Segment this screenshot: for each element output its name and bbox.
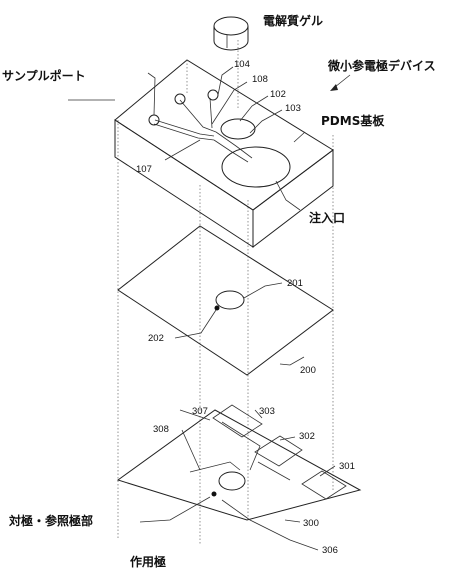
layer-300 [116,404,362,551]
pdms-substrate [114,59,334,249]
electrolyte-gel-cylinder [213,16,249,51]
layer-200 [117,225,334,376]
ref-306: 306 [322,545,338,556]
label-electrolyte-gel: 電解質ゲル [263,13,323,28]
label-pdms-substrate: PDMS基板 [321,113,385,128]
ref-302: 302 [299,431,315,442]
leader-lines-top [68,66,351,211]
ref-103: 103 [285,103,301,114]
ref-301: 301 [339,461,355,472]
ref-308: 308 [153,424,169,435]
ref-200: 200 [300,365,316,376]
label-injection-port: 注入口 [309,210,345,225]
ref-107: 107 [136,164,152,175]
ref-108: 108 [252,74,268,85]
ref-300: 300 [303,518,319,529]
ref-307: 307 [192,406,208,417]
label-sample-port: サンプルポート [2,68,86,83]
ref-102: 102 [270,89,286,100]
projection-lines [117,40,334,545]
label-counter-reference-electrode: 対極・参照極部 [8,513,93,528]
ref-202: 202 [148,333,164,344]
ref-201: 201 [287,278,303,289]
label-working-electrode: 作用極 [130,554,166,569]
ref-104: 104 [234,59,250,70]
ref-303: 303 [259,406,275,417]
label-micro-reference-device: 微小参電極デバイス [327,58,436,73]
